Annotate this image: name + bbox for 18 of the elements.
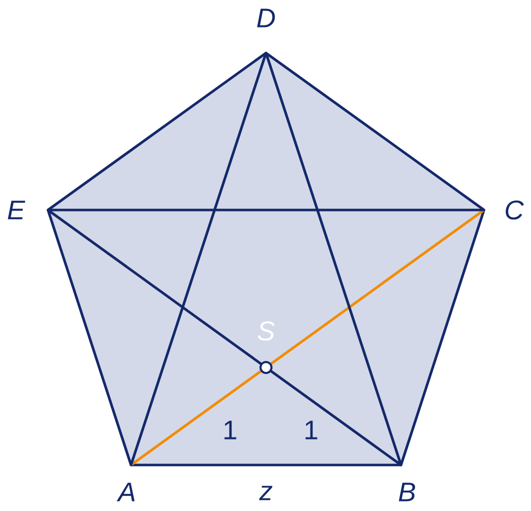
line-segment xyxy=(264,52,486,212)
line-segment xyxy=(130,208,486,466)
vertex-label: B xyxy=(398,482,416,502)
line-segment xyxy=(46,208,132,466)
line-segment xyxy=(130,52,268,466)
line-segment xyxy=(130,464,402,466)
line-segment xyxy=(400,208,486,466)
vertex-label: D xyxy=(257,8,275,28)
length-label: 1 xyxy=(224,420,236,440)
line-segment xyxy=(46,208,486,212)
vertex-label: E xyxy=(8,200,26,220)
line-segment xyxy=(46,52,268,212)
length-label: z xyxy=(259,486,272,500)
line-segment xyxy=(46,208,402,466)
vertex-label: A xyxy=(116,482,135,502)
line-segment xyxy=(264,52,402,466)
vertex-label: C xyxy=(506,200,524,220)
length-label: 1 xyxy=(306,420,318,440)
